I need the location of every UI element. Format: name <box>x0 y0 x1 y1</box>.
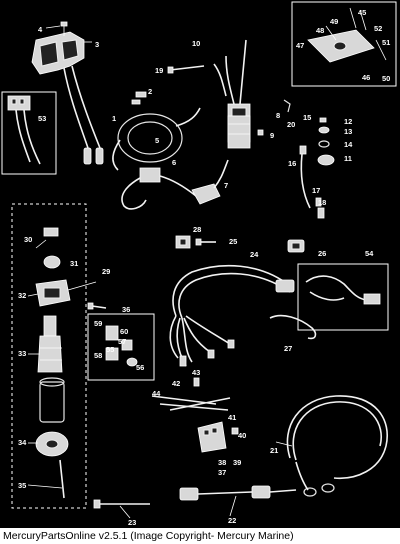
callout-15: 15 <box>303 113 311 122</box>
callout-21: 21 <box>270 446 278 455</box>
callout-34: 34 <box>18 438 27 447</box>
leader-lines <box>27 239 293 519</box>
callout-9: 9 <box>270 131 274 140</box>
callout-8: 8 <box>276 111 280 120</box>
part-4-screw <box>45 21 68 36</box>
callout-35: 35 <box>18 481 26 490</box>
callout-47: 47 <box>296 41 304 50</box>
callout-58: 58 <box>94 351 102 360</box>
callout-60: 60 <box>120 327 128 336</box>
callout-24: 24 <box>250 250 259 259</box>
callout-30: 30 <box>24 235 32 244</box>
callout-57: 57 <box>118 337 126 346</box>
callout-12: 12 <box>344 117 352 126</box>
callout-labels: 3 4 2 1 5 6 7 8 9 10 19 20 15 12 13 14 1… <box>18 8 390 527</box>
callout-59: 59 <box>94 319 102 328</box>
callout-55: 55 <box>106 345 114 354</box>
part-37-41-terminal-block <box>197 421 239 453</box>
part-53-connector <box>7 95 41 165</box>
part-27-wire-loop <box>269 314 317 340</box>
part-36-screw <box>87 302 107 310</box>
part-2-washer <box>131 91 147 105</box>
callout-39: 39 <box>233 458 241 467</box>
callout-26: 26 <box>318 249 326 258</box>
part-5-stator <box>112 107 201 171</box>
callout-31: 31 <box>70 259 78 268</box>
callout-4: 4 <box>38 25 43 34</box>
part-3-mount-block <box>31 31 92 75</box>
callout-28: 28 <box>193 225 201 234</box>
callout-13: 13 <box>344 127 352 136</box>
callout-6: 6 <box>172 158 176 167</box>
part-11-18-sensor <box>299 117 335 219</box>
callout-29: 29 <box>102 267 110 276</box>
callout-46: 46 <box>362 73 370 82</box>
part-25-bolt <box>195 238 216 246</box>
callout-53: 53 <box>38 114 46 123</box>
callout-20: 20 <box>287 120 295 129</box>
inset-frame-54 <box>297 263 389 331</box>
part-6-trigger <box>121 167 197 210</box>
callout-16: 16 <box>288 159 296 168</box>
callout-38: 38 <box>218 458 226 467</box>
part-26-grommet <box>287 239 305 253</box>
part-7-rectifier <box>191 159 229 205</box>
callout-22: 22 <box>228 516 236 525</box>
part-30-36-ignition-coil <box>35 227 71 499</box>
callout-27: 27 <box>284 344 292 353</box>
callout-23: 23 <box>128 518 136 527</box>
parts-55-60-components <box>105 325 138 367</box>
callout-37: 37 <box>218 468 226 477</box>
part-54-plug-harness <box>305 275 381 305</box>
part-19-bolt <box>167 65 205 74</box>
part-23-lead <box>93 499 150 509</box>
part-42-44-bolts <box>151 377 231 411</box>
part-1-spark-leads <box>63 65 104 165</box>
callout-3: 3 <box>95 40 99 49</box>
part-9-screw <box>257 129 264 136</box>
callout-48: 48 <box>316 26 324 35</box>
inset-frame-55-60 <box>87 313 155 381</box>
callout-33: 33 <box>18 349 26 358</box>
callout-44: 44 <box>152 389 161 398</box>
callout-42: 42 <box>172 379 180 388</box>
inset-frame-53 <box>1 91 57 175</box>
part-24-harness <box>169 264 295 367</box>
callout-50: 50 <box>382 74 390 83</box>
inset-frame-ignition-coil <box>11 203 87 509</box>
callout-18: 18 <box>318 198 326 207</box>
callout-11: 11 <box>344 154 352 163</box>
part-21-cable-loop <box>286 395 388 497</box>
callout-1: 1 <box>112 114 116 123</box>
part-22-cable <box>179 485 297 501</box>
callout-51: 51 <box>382 38 390 47</box>
callout-5: 5 <box>155 136 159 145</box>
callout-52: 52 <box>374 24 382 33</box>
callout-43: 43 <box>192 368 200 377</box>
callout-19: 19 <box>155 66 163 75</box>
callout-36: 36 <box>122 305 130 314</box>
callout-32: 32 <box>18 291 26 300</box>
parts-diagram: 3 4 2 1 5 6 7 8 9 10 19 20 15 12 13 14 1… <box>1 1 397 527</box>
callout-25: 25 <box>229 237 237 246</box>
callout-17: 17 <box>312 186 320 195</box>
callout-49: 49 <box>330 17 338 26</box>
image-caption: MercuryPartsOnline v2.5.1 (Image Copyrig… <box>0 528 400 544</box>
callout-45: 45 <box>358 8 366 17</box>
callout-7: 7 <box>224 181 228 190</box>
part-8-switch-box <box>227 103 251 149</box>
callout-41: 41 <box>228 413 236 422</box>
part-28-bracket <box>175 235 191 249</box>
part-10-wire-leads <box>213 39 247 105</box>
part-46-regulator <box>307 7 387 63</box>
inset-frame-top-right <box>291 1 397 87</box>
callout-40: 40 <box>238 431 246 440</box>
callout-14: 14 <box>344 140 353 149</box>
callout-10: 10 <box>192 39 200 48</box>
callout-2: 2 <box>148 87 152 96</box>
part-20-clip <box>283 99 291 113</box>
callout-56: 56 <box>136 363 144 372</box>
callout-54: 54 <box>365 249 374 258</box>
